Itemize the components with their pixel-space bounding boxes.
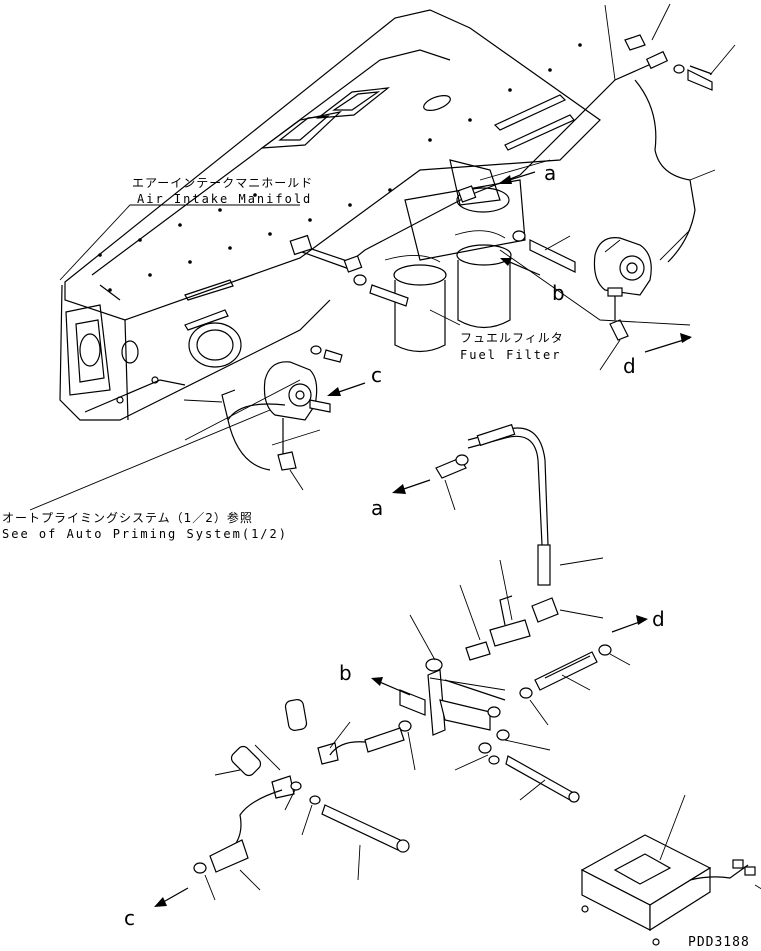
- mounting-bracket: [399, 658, 506, 736]
- priming-pump-right: [593, 237, 652, 341]
- reference-arrows: [154, 171, 692, 907]
- fuel-filter-assembly: [384, 159, 526, 353]
- auto-priming-label-jp: オートプライミングシステム（1／2）参照: [2, 510, 253, 525]
- fuel-filter-label-en: Fuel Filter: [460, 348, 561, 362]
- air-intake-manifold-label-en: Air Intake Manifold: [137, 192, 312, 206]
- fuel-hose-assembly: [435, 423, 559, 623]
- ref-b-mid: b: [339, 661, 352, 685]
- priming-pump-left: [221, 361, 331, 471]
- hose-clamps-left: [193, 699, 405, 874]
- long-bolt-left: [321, 804, 410, 853]
- ref-c-bottom: c: [124, 906, 135, 930]
- air-intake-manifold: [59, 9, 601, 421]
- bolt-top-right: [673, 64, 713, 91]
- controller-box: [580, 834, 756, 946]
- tube-to-d: [534, 644, 612, 691]
- fuel-filter-label-jp: フュエルフィルタ: [460, 331, 564, 345]
- drain-valve: [465, 595, 531, 661]
- drawing-code: PDD3188: [688, 935, 750, 950]
- bolt-b-top: [512, 230, 576, 273]
- ref-a-mid: a: [371, 496, 383, 520]
- ref-d-top: d: [623, 354, 636, 378]
- bolt-under-filter: [310, 274, 409, 363]
- leader-lines: [29, 3, 761, 901]
- ref-a-top: a: [544, 161, 556, 185]
- upper-piping: [289, 34, 696, 273]
- ref-c-top: c: [371, 363, 382, 387]
- nuts-mid: [398, 687, 533, 765]
- auto-priming-label-en: See of Auto Priming System(1/2): [2, 527, 288, 541]
- ref-b-top: b: [552, 281, 565, 305]
- long-bolt-right: [505, 755, 580, 803]
- ref-d-mid: d: [652, 607, 665, 631]
- air-intake-manifold-label-jp: エアーインテークマニホールド: [132, 176, 313, 190]
